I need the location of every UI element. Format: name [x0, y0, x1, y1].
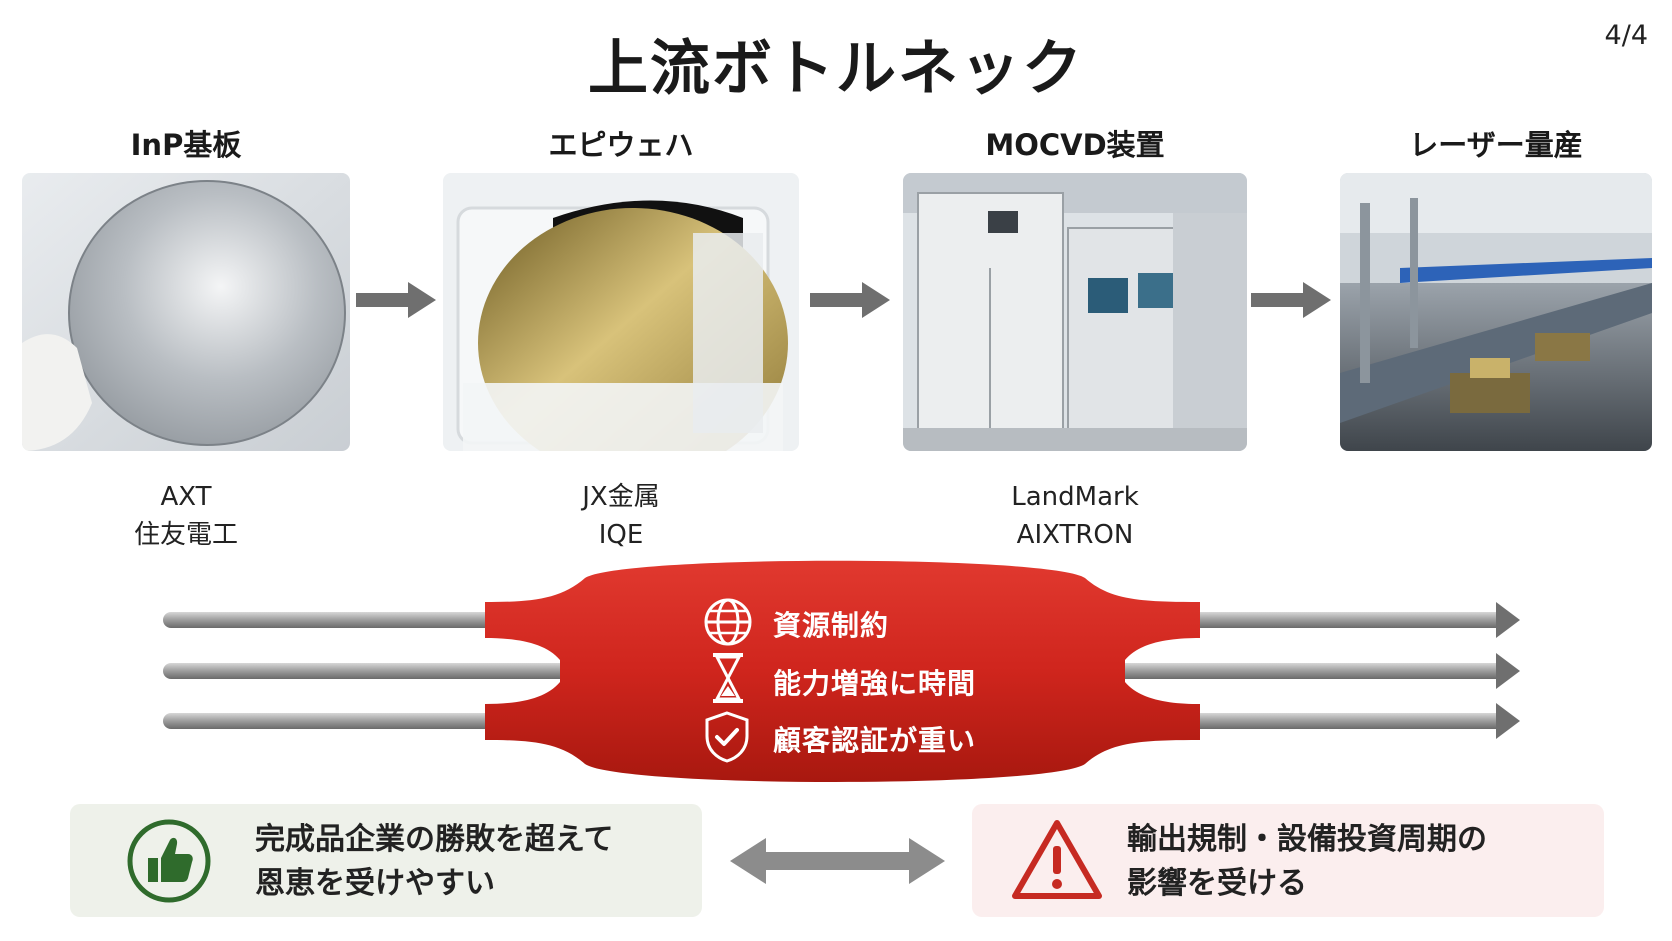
epi-wafer-image	[443, 173, 799, 451]
stage-title-epi-wafer: エピウェハ	[548, 128, 694, 162]
stage-title-laser-production: レーザー量産	[1409, 128, 1583, 162]
company-name: AXT	[160, 482, 212, 512]
negative-outcome-line2: 影響を受ける	[1127, 866, 1307, 901]
output-rods	[1120, 602, 1520, 739]
laser-production-line-image	[1340, 173, 1652, 451]
page-number: 4/4	[1604, 20, 1648, 51]
thumbs-up-icon	[127, 819, 211, 903]
input-rods	[163, 612, 583, 729]
slide-title: 上流ボトルネック	[588, 34, 1084, 104]
warning-icon	[1012, 820, 1102, 899]
negative-outcome-text: 輸出規制・設備投資周期の 影響を受ける	[1127, 818, 1487, 906]
stage-title-inp-substrate: InP基板	[130, 128, 242, 162]
bottleneck-label-resource: 資源制約	[773, 609, 890, 642]
positive-outcome-line2: 恩恵を受けやすい	[255, 866, 495, 901]
inp-wafer-image	[22, 173, 350, 451]
flow-arrow-icon	[356, 282, 436, 318]
bottleneck-label-capacity: 能力増強に時間	[773, 667, 977, 700]
positive-outcome-box: 完成品企業の勝敗を超えて 恩恵を受けやすい	[70, 804, 702, 917]
stage-title-mocvd: MOCVD装置	[985, 128, 1165, 162]
positive-outcome-line1: 完成品企業の勝敗を超えて	[255, 822, 614, 857]
flow-arrow-icon	[1251, 282, 1331, 318]
stage-companies-mocvd: LandMark AIXTRON	[903, 478, 1247, 554]
flow-arrow-icon	[810, 282, 890, 318]
positive-outcome-text: 完成品企業の勝敗を超えて 恩恵を受けやすい	[255, 818, 614, 906]
shield-check-icon	[705, 711, 749, 763]
bottleneck-clamp	[485, 560, 1200, 782]
company-name: LandMark	[1011, 482, 1139, 512]
negative-outcome-line1: 輸出規制・設備投資周期の	[1127, 822, 1487, 857]
double-arrow-icon	[730, 838, 945, 884]
company-name: JX金属	[582, 482, 660, 512]
negative-outcome-box: 輸出規制・設備投資周期の 影響を受ける	[972, 804, 1604, 917]
company-name: IQE	[598, 520, 644, 550]
stage-companies-epi: JX金属 IQE	[443, 478, 799, 554]
mocvd-equipment-image	[903, 173, 1247, 451]
company-name: AIXTRON	[1016, 520, 1134, 550]
stage-companies-inp: AXT 住友電工	[22, 478, 350, 554]
globe-icon	[704, 598, 752, 646]
hourglass-icon	[713, 653, 743, 703]
company-name: 住友電工	[133, 520, 238, 550]
bottleneck-label-certification: 顧客認証が重い	[773, 724, 977, 757]
bottleneck-diagram	[163, 560, 1520, 782]
